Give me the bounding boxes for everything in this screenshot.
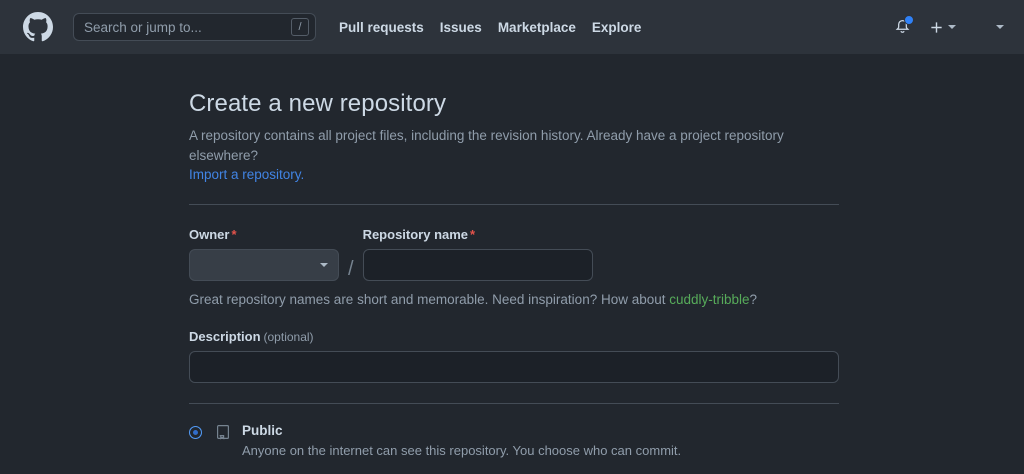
avatar-chevron-down-icon [996, 25, 1004, 29]
public-subtitle: Anyone on the internet can see this repo… [242, 443, 682, 459]
private-option-text: Private You choose who can see and commi… [242, 472, 559, 474]
page-description: A repository contains all project files,… [189, 128, 784, 163]
search-shortcut-badge: / [291, 18, 309, 36]
public-option-text: Public Anyone on the internet can see th… [242, 423, 681, 458]
github-mark-icon[interactable] [22, 11, 54, 43]
header-actions [887, 14, 1010, 40]
divider-top [189, 204, 839, 206]
owner-label-text: Owner [189, 227, 230, 243]
search-input[interactable]: Search or jump to... / [73, 13, 316, 41]
global-header: Search or jump to... / Pull requests Iss… [0, 0, 1024, 54]
notification-unread-dot [904, 15, 914, 25]
repository-name-label-text: Repository name [362, 227, 469, 243]
create-new-button[interactable] [925, 20, 960, 35]
repository-name-hint: Great repository names are short and mem… [189, 292, 839, 307]
visibility-option-public[interactable]: Public Anyone on the internet can see th… [189, 423, 839, 458]
main-content: Create a new repository A repository con… [0, 54, 1024, 474]
repository-name-label: Repository name* [363, 227, 593, 242]
owner-required-marker: * [231, 227, 237, 243]
chevron-down-icon [948, 25, 956, 29]
owner-chevron-down-icon [320, 263, 328, 268]
divider-visibility [189, 403, 839, 405]
public-title: Public [242, 423, 283, 439]
repository-name-field: Repository name* [362, 227, 593, 282]
notifications-button[interactable] [887, 14, 917, 40]
nav-link-explore[interactable]: Explore [591, 19, 642, 35]
visibility-option-private[interactable]: Private You choose who can see and commi… [189, 472, 839, 474]
description-label: Description(optional) [189, 329, 839, 344]
hint-prefix-text: Great repository names are short and mem… [189, 292, 670, 308]
owner-field: Owner* [189, 227, 339, 282]
search-container[interactable]: Search or jump to... / [73, 13, 316, 41]
primary-nav: Pull requests Issues Marketplace Explore [339, 20, 641, 35]
owner-select[interactable] [189, 249, 339, 282]
nav-link-pull-requests[interactable]: Pull requests [339, 19, 424, 35]
description-input[interactable] [189, 351, 839, 384]
avatar-menu-button[interactable] [990, 25, 1010, 29]
description-label-text: Description [189, 329, 261, 345]
import-a-repository-link[interactable]: Import a repository. [189, 167, 305, 183]
nav-link-issues[interactable]: Issues [439, 19, 482, 35]
plus-icon [931, 21, 942, 33]
suggested-repository-name[interactable]: cuddly-tribble [669, 292, 750, 308]
repo-book-icon [215, 424, 231, 445]
page-title: Create a new repository [189, 90, 447, 117]
repository-name-input[interactable] [362, 249, 593, 282]
search-placeholder-text: Search or jump to... [84, 19, 202, 35]
visibility-section: Public Anyone on the internet can see th… [189, 423, 839, 474]
public-radio-button[interactable] [189, 426, 202, 440]
nav-link-marketplace[interactable]: Marketplace [497, 19, 576, 35]
owner-label: Owner* [189, 227, 339, 242]
hint-suffix-text: ? [749, 292, 758, 308]
repo-identity-row: Owner* / Repository name* [189, 227, 839, 282]
description-field: Description(optional) [189, 329, 839, 384]
repository-name-required-marker: * [470, 227, 476, 243]
owner-name-separator: / [348, 258, 354, 281]
description-optional-note: (optional) [263, 330, 314, 345]
private-title: Private [242, 472, 559, 474]
